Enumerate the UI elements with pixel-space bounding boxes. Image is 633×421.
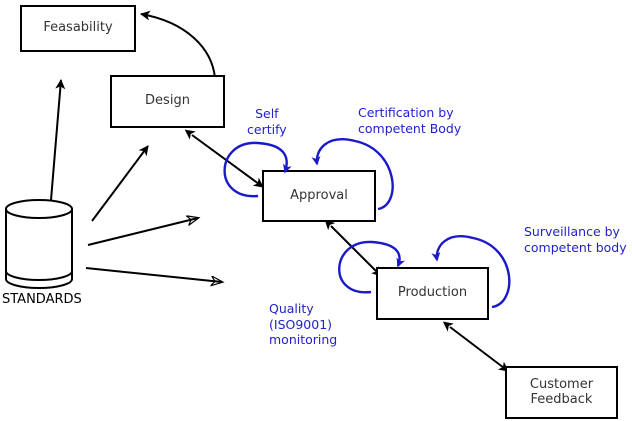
connection-standards-to-approval	[87, 218, 198, 246]
node-approval[interactable]: Approval	[262, 170, 376, 222]
node-customer-feedback[interactable]: Customer Feedback	[505, 366, 618, 419]
connection-standards-to-design	[91, 145, 149, 222]
connection-production-to-customer-feedback	[442, 321, 509, 372]
loop-approval-self-certify	[223, 141, 292, 198]
node-feasability-label: Feasability	[43, 20, 113, 36]
node-production[interactable]: Production	[376, 267, 489, 320]
node-design-label: Design	[145, 93, 190, 109]
node-production-label: Production	[397, 285, 468, 301]
node-customer-feedback-label: Customer Feedback	[529, 376, 594, 407]
node-approval-label: Approval	[290, 187, 348, 203]
connection-standards-to-production	[85, 267, 222, 282]
loop-production-surveillance	[431, 235, 511, 309]
node-standards-label: STANDARDS	[2, 292, 82, 307]
connection-approval-to-production	[324, 219, 382, 277]
annotation-surveillance-by-competent-body: Surveillance by competent body	[524, 224, 627, 255]
annotation-quality-iso9001-monitoring: Quality (ISO9001) monitoring	[269, 301, 338, 348]
connection-design-to-feasability	[140, 10, 216, 79]
loop-approval-certification	[311, 138, 394, 211]
loop-production-quality	[338, 240, 405, 294]
annotation-certification-by-competent-body: Certification by competent Body	[358, 105, 462, 136]
node-feasability[interactable]: Feasability	[20, 5, 136, 52]
connection-standards-to-feasability	[50, 79, 66, 201]
node-design[interactable]: Design	[110, 75, 225, 128]
